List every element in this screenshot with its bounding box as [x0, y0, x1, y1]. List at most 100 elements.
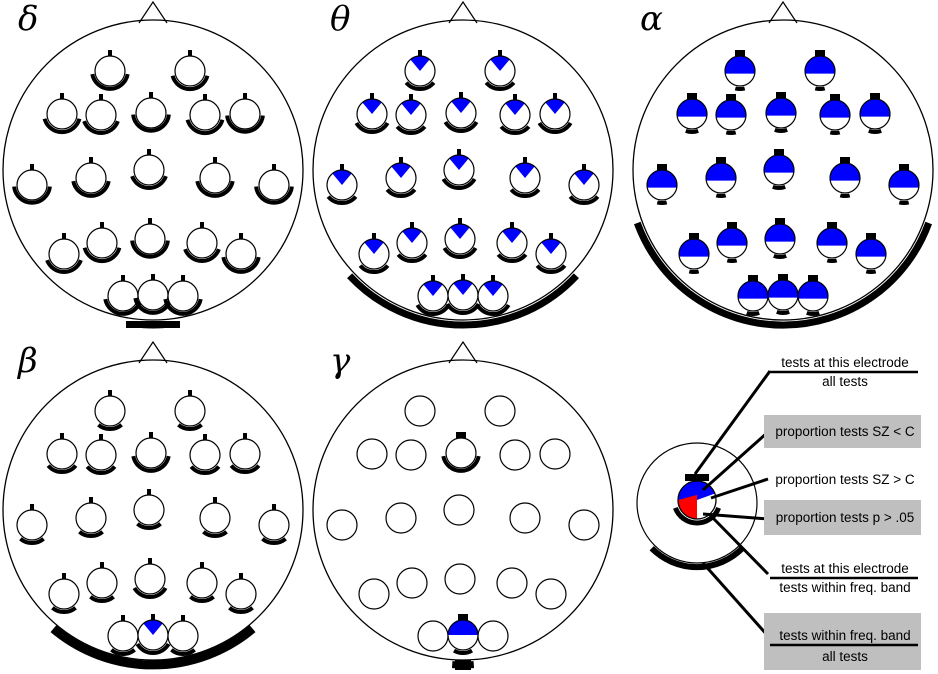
electrode-beta-9 — [75, 497, 107, 539]
electrode-face — [396, 440, 426, 470]
electrode-face — [187, 228, 217, 258]
electrode-top-tick — [62, 233, 66, 239]
electrode-face — [190, 440, 220, 470]
electrode-outer-arc — [509, 188, 541, 198]
electrode-top-tick — [99, 94, 103, 100]
panel-delta: δ — [2, 0, 304, 329]
electrode-beta-20 — [167, 615, 199, 657]
blue-wedge — [545, 99, 565, 114]
electrode-top-tick — [409, 94, 413, 100]
electrode-delta-8 — [12, 164, 52, 205]
electrode-theta-6 — [499, 94, 531, 135]
electrode-outer-arc — [97, 423, 123, 432]
blue-cap — [766, 98, 796, 116]
electrode-delta-17 — [221, 233, 261, 274]
electrode-delta-10 — [130, 149, 168, 190]
electrode-outer-arc — [82, 120, 120, 135]
legend-box — [764, 500, 921, 535]
electrode-outer-arc — [685, 128, 699, 134]
electrode-top-tick — [213, 497, 217, 503]
electrode-top-tick — [399, 157, 403, 163]
electrode-gamma-6 — [499, 439, 531, 471]
electrode-theta-1 — [404, 50, 436, 91]
nose-beta — [138, 340, 168, 364]
electrode-face — [478, 621, 508, 651]
electrode-theta-17 — [535, 233, 567, 274]
blue-cap — [820, 100, 850, 118]
blue-wedge — [483, 281, 503, 296]
electrode-theta-10 — [441, 149, 477, 190]
legend-denominator: all tests — [822, 649, 868, 664]
electrode-outer-arc — [46, 464, 78, 474]
blue-wedge — [401, 100, 421, 115]
electrode-top-tick — [866, 233, 876, 239]
electrode-outer-arc — [442, 246, 478, 259]
electrode-face — [49, 579, 79, 609]
electrode-delta-13 — [45, 233, 83, 274]
electrode-top-tick — [549, 233, 553, 239]
electrode-outer-arc — [865, 269, 877, 275]
electrode-face — [405, 396, 435, 426]
legend-top-tick — [685, 474, 709, 481]
blue-cap — [768, 280, 798, 298]
electrode-top-tick — [513, 94, 517, 100]
electrode-beta-19 — [135, 614, 171, 655]
blue-cap — [860, 99, 890, 117]
electrode-face — [200, 503, 230, 533]
head-band-arc-beta — [50, 625, 256, 670]
blue-wedge — [449, 155, 469, 170]
electrode-outline — [499, 439, 531, 471]
head-outline-beta — [2, 359, 304, 661]
legend-leader-4 — [702, 512, 769, 521]
electrode-outline — [404, 395, 436, 427]
electrode-outline — [358, 578, 390, 610]
electrode-face — [386, 503, 416, 533]
electrode-outer-arc — [441, 177, 477, 190]
electrode-top-tick — [30, 504, 34, 510]
electrode-face — [135, 564, 165, 594]
electrode-beta-17 — [225, 573, 257, 615]
electrode-outer-arc — [45, 259, 83, 274]
electrode-outer-arc — [826, 258, 838, 264]
blue-cap — [856, 239, 887, 257]
electrode-outer-arc — [898, 200, 910, 206]
electrode-face — [168, 621, 198, 651]
electrode-outer-arc — [170, 75, 210, 92]
electrode-delta-12 — [254, 164, 294, 205]
electrode-face — [17, 170, 47, 200]
electrode-top-tick — [582, 164, 586, 170]
electrode-top-tick — [830, 94, 840, 100]
electrode-face — [500, 440, 530, 470]
electrode-delta-6 — [185, 94, 225, 136]
electrode-alpha-19 — [767, 274, 799, 315]
electrode-alpha-11 — [829, 157, 861, 199]
panel-alpha: α — [632, 0, 934, 329]
electrode-top-tick — [657, 164, 667, 170]
electrode-face — [134, 155, 164, 185]
electrode-outline — [477, 620, 509, 652]
electrode-beta-1 — [94, 390, 126, 432]
electrode-theta-11 — [509, 157, 541, 198]
electrode-face — [135, 224, 165, 254]
blue-wedge — [423, 281, 443, 296]
electrode-beta-8 — [16, 504, 48, 546]
electrode-face — [259, 170, 289, 200]
electrode-top-tick — [213, 157, 217, 163]
electrode-gamma-16 — [496, 567, 528, 599]
electrode-top-tick — [147, 149, 151, 155]
electrode-top-tick — [30, 164, 34, 170]
electrode-face — [359, 579, 389, 609]
electrode-top-tick — [523, 157, 527, 163]
electrode-outer-arc — [78, 530, 104, 539]
electrode-top-tick — [410, 222, 414, 228]
electrode-face — [187, 568, 217, 598]
electrode-outer-arc — [415, 303, 451, 316]
electrode-gamma-13 — [358, 578, 390, 610]
band-label-gamma: γ — [330, 341, 351, 381]
electrode-top-tick — [778, 274, 788, 280]
legend-text: proportion tests p > .05 — [776, 510, 914, 525]
electrode-face — [87, 228, 117, 258]
electrode-top-tick — [458, 218, 462, 224]
electrode-outer-arc — [725, 130, 737, 136]
electrode-top-tick — [774, 149, 784, 155]
